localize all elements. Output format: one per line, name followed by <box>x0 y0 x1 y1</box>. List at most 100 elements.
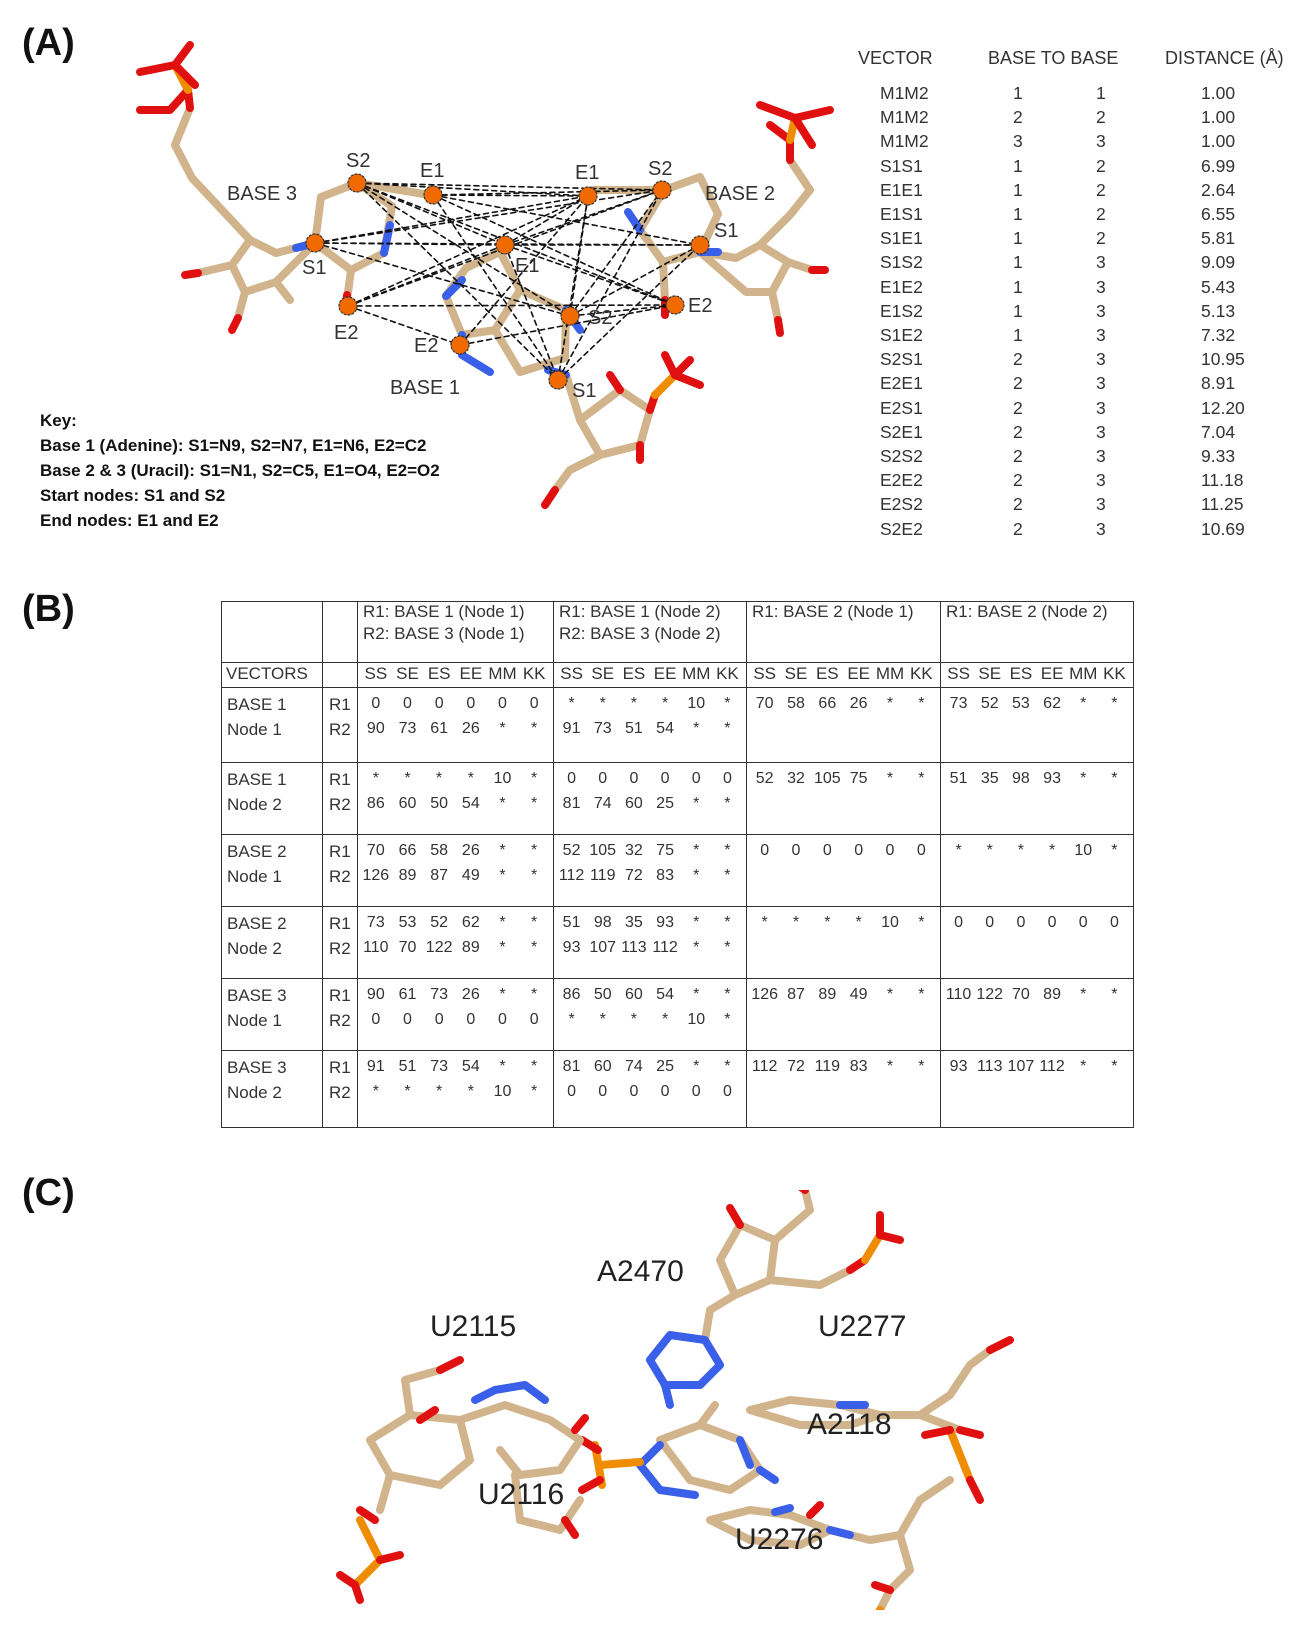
matrix-cell: 74 <box>625 1058 643 1075</box>
row-r2-label: R2 <box>329 867 351 886</box>
group-header-r1: R1: BASE 2 (Node 2) <box>946 602 1108 621</box>
sub-header-cell: ES <box>427 664 451 683</box>
distance-cell: 7.04 <box>1201 421 1236 442</box>
group-header-r2: R2: BASE 3 (Node 2) <box>559 624 721 643</box>
matrix-cell: 93 <box>656 914 674 931</box>
matrix-cell: 0 <box>529 1011 539 1028</box>
matrix-cell: 61 <box>430 720 449 737</box>
vectors-header: VECTORS <box>226 664 308 683</box>
base3-s1-label: S1 <box>302 257 327 279</box>
matrix-cell: 0 <box>529 695 539 712</box>
base-from-cell: 2 <box>1013 421 1023 442</box>
matrix-cell: 107 <box>1007 1058 1035 1075</box>
residue-u2115-label: U2115 <box>430 1310 517 1343</box>
matrix-cell: * <box>467 1083 474 1100</box>
matrix-cell: 86 <box>366 795 385 812</box>
base-from-cell: 2 <box>1013 470 1023 491</box>
group-header-r1: R1: BASE 2 (Node 1) <box>752 602 914 621</box>
residue-a2118-label: A2118 <box>807 1408 892 1441</box>
vector-name-cell: E1S1 <box>880 204 923 224</box>
matrix-cell: * <box>693 867 700 884</box>
base-from-cell: 1 <box>1013 276 1023 297</box>
base2-label: BASE 2 <box>705 183 776 205</box>
table-column-divider <box>746 602 747 1127</box>
distance-cell: 1.00 <box>1201 131 1236 152</box>
distance-cell: 7.32 <box>1201 325 1236 345</box>
table-row-divider <box>222 687 1133 688</box>
matrix-cell: 53 <box>1012 695 1030 712</box>
matrix-cell: 70 <box>366 842 385 859</box>
key-line-start: Start nodes: S1 and S2 <box>40 486 226 505</box>
matrix-cell: 51 <box>562 914 581 931</box>
base-to-cell: 3 <box>1096 276 1106 297</box>
residue-u2116-label: U2116 <box>478 1478 565 1511</box>
matrix-cell: * <box>1080 695 1087 712</box>
vector-name-cell: E1E1 <box>880 179 923 200</box>
distance-cell: 6.55 <box>1201 204 1236 224</box>
table-row-divider <box>222 762 1133 763</box>
base3-s2-label: S2 <box>346 150 371 172</box>
matrix-cell: 0 <box>985 914 995 931</box>
matrix-cell: 52 <box>430 914 449 931</box>
panel-a-structure <box>136 41 834 509</box>
residue-u2276-label: U2276 <box>735 1523 824 1556</box>
base-to-cell: 3 <box>1096 131 1106 152</box>
matrix-cell: 0 <box>403 695 412 712</box>
base-from-cell: 1 <box>1013 252 1023 273</box>
vector-header: VECTOR <box>858 48 933 68</box>
matrix-cell: 83 <box>849 1058 868 1075</box>
matrix-cell: 0 <box>660 770 670 787</box>
vector-name-cell: E2E2 <box>880 470 923 491</box>
matrix-cell: * <box>724 867 731 884</box>
matrix-cell: * <box>531 1083 538 1100</box>
matrix-cell: 49 <box>849 986 868 1003</box>
matrix-cell: 35 <box>980 770 999 787</box>
matrix-cell: 26 <box>849 695 868 712</box>
matrix-cell: 122 <box>425 939 453 956</box>
distance-cell: 1.00 <box>1201 83 1236 103</box>
base-to-cell: 2 <box>1096 155 1106 176</box>
matrix-cell: * <box>531 867 538 884</box>
distance-cell: 2.64 <box>1201 179 1236 200</box>
base1-s2-label: S2 <box>588 307 613 329</box>
matrix-cell: 73 <box>366 914 385 931</box>
matrix-cell: 0 <box>854 842 864 859</box>
sub-header-cell: MM <box>1069 664 1098 683</box>
vector-name-cell: E2S2 <box>880 494 923 515</box>
vector-name-cell: E2E1 <box>880 373 923 394</box>
matrix-cell: * <box>499 720 506 737</box>
matrix-cell: 0 <box>822 842 832 859</box>
matrix-cell: 26 <box>461 842 480 859</box>
matrix-cell: 0 <box>1047 914 1057 931</box>
matrix-cell: * <box>693 986 700 1003</box>
table-row-divider <box>222 906 1133 907</box>
distance-cell: 5.13 <box>1201 300 1236 321</box>
node-markers <box>305 173 710 390</box>
matrix-cell: * <box>955 842 962 859</box>
matrix-cell: * <box>499 914 506 931</box>
matrix-cell: 112 <box>751 1058 778 1075</box>
matrix-cell: 10 <box>687 695 706 712</box>
matrix-cell: * <box>630 1011 638 1028</box>
row-r1-label: R1 <box>329 1058 351 1077</box>
matrix-cell: 58 <box>787 695 805 712</box>
matrix-cell: * <box>693 795 700 812</box>
matrix-cell: 90 <box>366 986 385 1003</box>
matrix-cell: 51 <box>949 770 968 787</box>
base-to-cell: 2 <box>1096 107 1106 128</box>
sub-header-cell: ES <box>815 664 839 683</box>
base-to-cell: 3 <box>1096 397 1106 418</box>
key-line-base1: Base 1 (Adenine): S1=N9, S2=N7, E1=N6, E… <box>40 436 427 455</box>
key-line-end: End nodes: E1 and E2 <box>40 511 219 530</box>
matrix-cell: * <box>761 914 768 931</box>
matrix-cell: 105 <box>813 770 841 787</box>
matrix-cell: 0 <box>791 842 801 859</box>
matrix-cell: * <box>724 720 731 737</box>
matrix-cell: 89 <box>461 939 480 956</box>
matrix-cell: 0 <box>722 770 732 787</box>
matrix-cell: * <box>724 986 731 1003</box>
row-base-label: BASE 3 <box>227 986 287 1005</box>
matrix-cell: 81 <box>562 1058 581 1075</box>
base-to-cell: 1 <box>1096 83 1106 103</box>
base-to-cell: 3 <box>1096 252 1106 273</box>
